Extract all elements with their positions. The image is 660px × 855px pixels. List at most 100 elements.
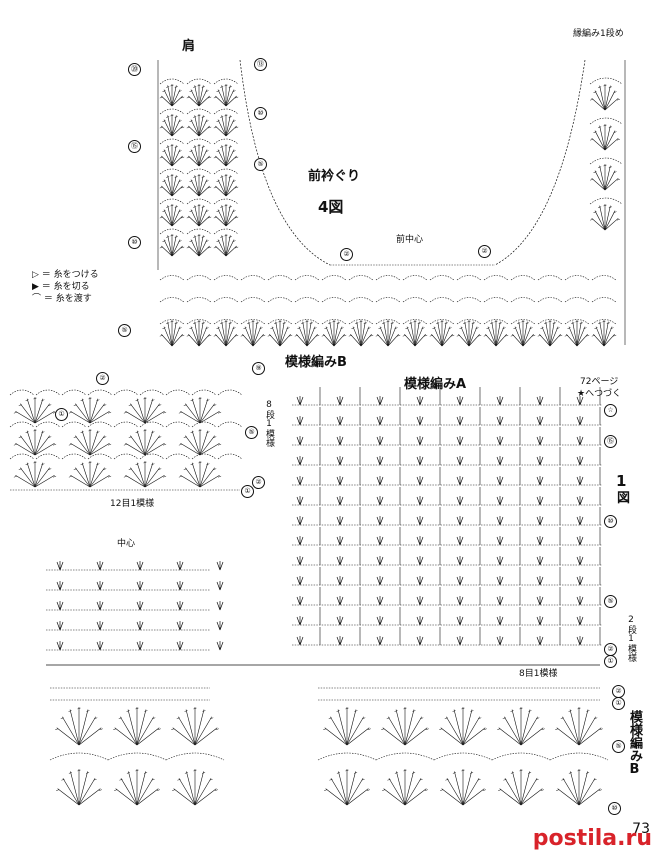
fan-stitch-bar: [467, 320, 471, 323]
fan-stitch: [225, 205, 231, 227]
chain-arch: [294, 297, 320, 303]
chain-arch: [87, 453, 113, 460]
fan-stitch-bar: [220, 176, 224, 178]
fan-stitch-bar: [598, 206, 602, 208]
fan-stitch: [520, 709, 531, 746]
cluster-stitch: [576, 516, 584, 526]
fan-stitch: [198, 89, 208, 107]
fan-stitch: [298, 326, 308, 347]
fan-stitch: [217, 149, 227, 167]
chain-arch: [159, 108, 185, 115]
chain-arch: [186, 108, 212, 115]
cluster-stitch: [296, 516, 304, 526]
cluster-stitch: [416, 396, 424, 406]
fan-stitch: [330, 778, 348, 806]
fan-stitch-bar: [228, 176, 232, 178]
fan-stitch-bar: [159, 246, 163, 249]
cluster-stitch: [536, 496, 544, 506]
cluster-stitch: [456, 556, 464, 566]
cluster-stitch: [376, 396, 384, 406]
fan-stitch: [511, 709, 522, 746]
fan-stitch-bar: [118, 717, 122, 719]
fan-stitch-bar: [156, 789, 160, 791]
fan-stitch-bar: [366, 789, 370, 791]
cluster-stitch: [336, 596, 344, 606]
fan-stitch-bar: [193, 236, 197, 238]
chain-arch: [159, 228, 185, 235]
edge-row-first-label: 縁編み1段め: [573, 29, 624, 39]
fan-stitch: [591, 137, 606, 151]
fan-stitch: [562, 778, 580, 806]
chain-arch: [113, 453, 139, 460]
chain-arch: [591, 297, 617, 303]
fan-stitch: [188, 215, 200, 227]
row-marker: ☆: [604, 404, 617, 417]
fan-stitch: [217, 326, 227, 347]
fan-stitch: [406, 326, 416, 347]
fan-stitch: [199, 462, 209, 488]
fan-stitch-bar: [397, 334, 401, 337]
cluster-stitch: [536, 596, 544, 606]
fan-stitch: [89, 442, 110, 456]
fig4-label: 4図: [318, 198, 344, 216]
cluster-stitch: [176, 641, 184, 651]
cluster-stitch: [56, 621, 64, 631]
fan-stitch-bar: [178, 411, 182, 414]
fan-stitch: [431, 333, 443, 347]
fan-stitch-bar: [498, 322, 502, 324]
fan-stitch: [78, 709, 89, 746]
fan-stitch: [404, 771, 414, 806]
cluster-stitch: [456, 576, 464, 586]
fan-stitch-bar: [613, 171, 617, 173]
fan-stitch-bar: [205, 210, 209, 212]
chain-arch: [267, 297, 293, 303]
fan-stitch-bar: [586, 710, 590, 712]
fan-stitch: [198, 239, 208, 257]
cluster-stitch: [376, 636, 384, 646]
fan-stitch: [171, 245, 183, 257]
fan-stitch-bar: [197, 144, 201, 147]
fan-stitch: [114, 727, 138, 746]
fan-stitch-bar: [541, 728, 545, 730]
fan-stitch: [163, 179, 173, 197]
fan-stitch-bar: [151, 779, 155, 781]
fan-stitch: [115, 788, 138, 806]
chain-arch: [213, 108, 239, 115]
fan-stitch: [595, 326, 605, 347]
fan-stitch-bar: [33, 429, 37, 432]
chain-arch: [191, 453, 217, 460]
cluster-stitch: [136, 641, 144, 651]
fan-stitch: [78, 716, 96, 746]
fan-stitch: [20, 435, 36, 456]
fan-stitch-bar: [598, 322, 602, 324]
chain-arch: [429, 275, 455, 281]
fan-stitch-bar: [98, 789, 102, 791]
fan-stitch-bar: [205, 240, 209, 242]
fan-stitch: [194, 145, 200, 167]
fan-stitch: [520, 778, 538, 806]
fan-stitch-bar: [77, 769, 81, 772]
cluster-stitch: [136, 621, 144, 631]
fan-stitch-bar: [561, 779, 565, 781]
chain-arch: [159, 168, 185, 175]
fan-stitch-bar: [13, 475, 17, 478]
cluster-stitch: [376, 476, 384, 486]
cluster-stitch: [536, 436, 544, 446]
fan-stitch: [56, 727, 80, 746]
fan-stitch: [136, 398, 146, 424]
cluster-stitch: [376, 536, 384, 546]
fan-stitch: [198, 119, 208, 137]
fan-stitch-bar: [232, 180, 236, 182]
row-marker: ①: [604, 655, 617, 668]
fan-stitch: [130, 403, 146, 424]
fan-stitch-bar: [205, 150, 209, 152]
fan-stitch: [217, 209, 227, 227]
fan-stitch-bar: [220, 86, 224, 88]
fan-stitch: [136, 727, 160, 746]
chain-arch: [61, 389, 87, 396]
row-marker: ⑩: [128, 236, 141, 249]
fan-stitch-bar: [232, 240, 236, 242]
fan-stitch-bar: [560, 717, 564, 719]
fan-stitch-bar: [483, 334, 487, 337]
fan-stitch-bar: [555, 728, 559, 730]
